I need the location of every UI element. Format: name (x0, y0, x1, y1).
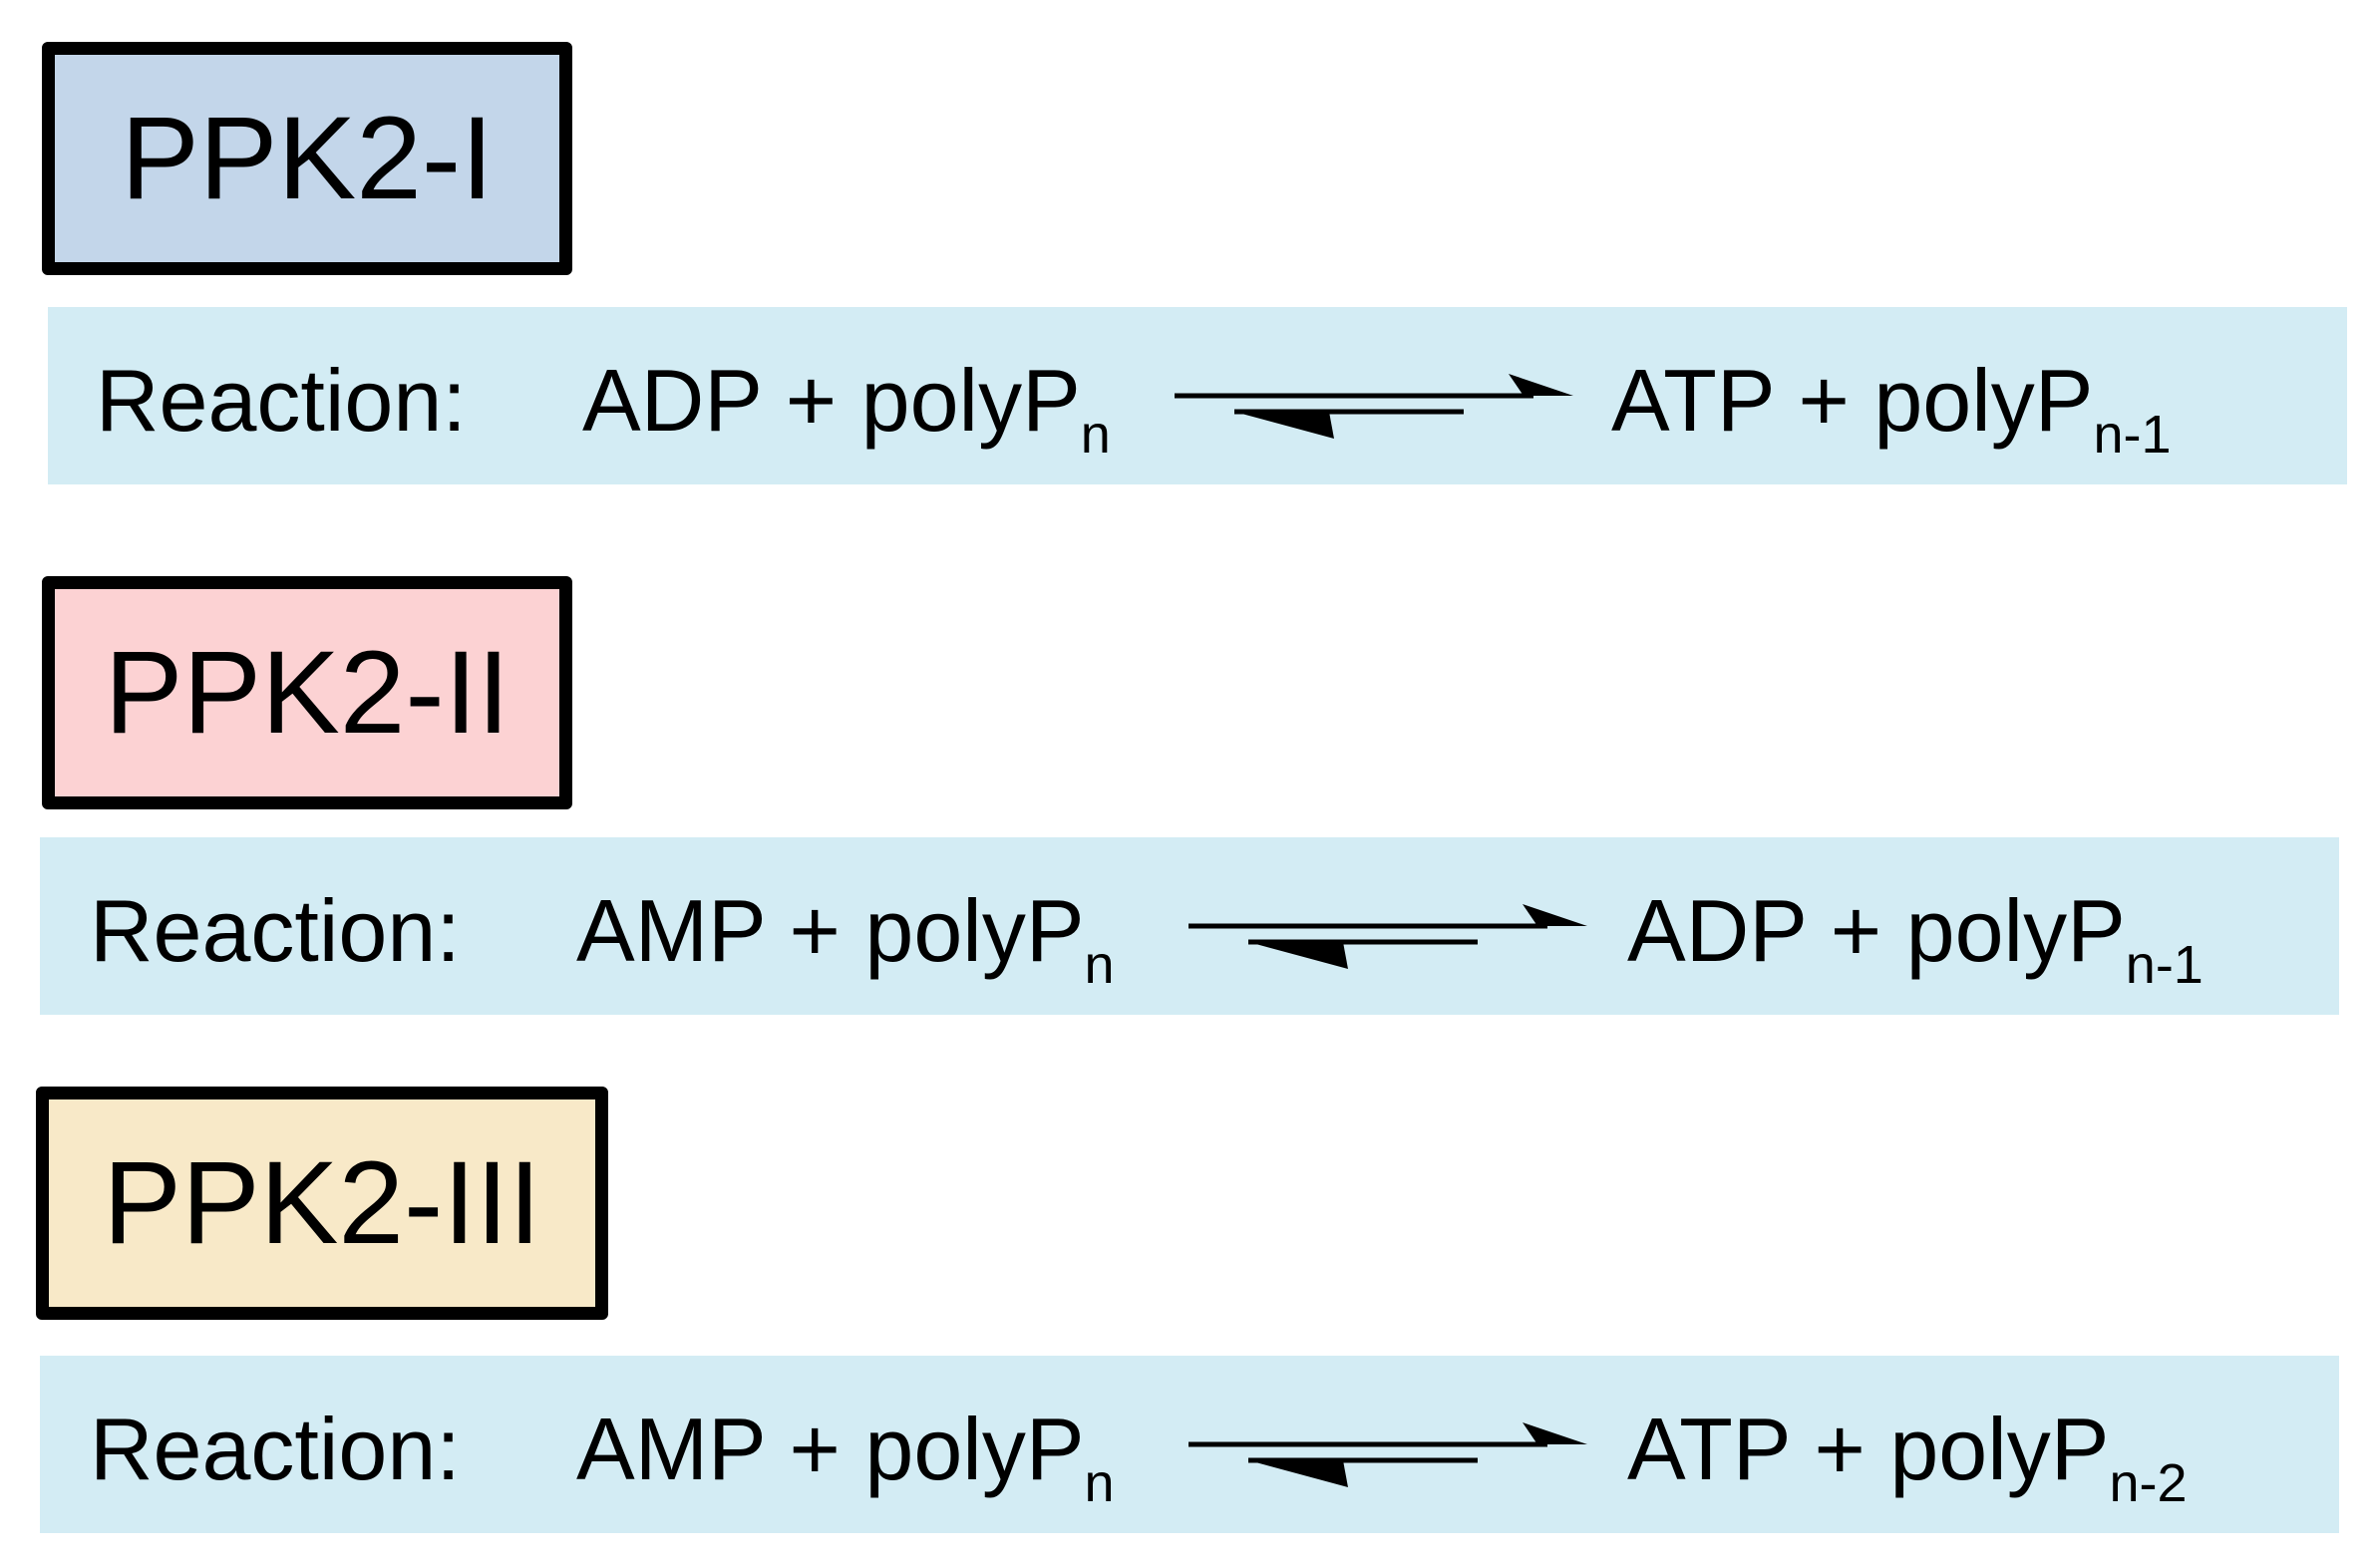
substrate: AMP + polyPn (576, 881, 1115, 995)
ppk2-iii-reaction-band: Reaction: AMP + polyPn ATP + polyPn-2 (40, 1356, 2339, 1533)
substrate-subscript: n (1084, 1453, 1115, 1513)
ppk2-ii-label: PPK2-II (104, 627, 510, 759)
ppk2-iii-label: PPK2-III (103, 1137, 541, 1269)
reversible-equilibrium-arrow-icon (1188, 1422, 1587, 1487)
reversible-equilibrium-arrow-icon (1188, 904, 1587, 969)
substrate-subscript: n (1084, 935, 1115, 995)
ppk2-iii-label-box: PPK2-III (36, 1087, 608, 1320)
reaction-label: Reaction: (96, 351, 467, 450)
ppk2-i-label: PPK2-I (121, 93, 494, 224)
ppk2-ii-label-box: PPK2-II (42, 576, 572, 809)
ppk2-i-reaction-band: Reaction: ADP + polyPn ATP + polyPn-1 (48, 307, 2347, 484)
substrate: ADP + polyPn (582, 351, 1111, 465)
product: ATP + polyPn-1 (1611, 351, 2172, 465)
ppk2-ii-reaction-band: Reaction: AMP + polyPn ADP + polyPn-1 (40, 837, 2339, 1015)
ppk2-i-label-box: PPK2-I (42, 42, 572, 275)
reaction-label: Reaction: (90, 881, 461, 980)
product: ADP + polyPn-1 (1627, 881, 2204, 995)
product-subscript: n-1 (2093, 405, 2172, 465)
product-subscript: n-1 (2125, 935, 2204, 995)
substrate: AMP + polyPn (576, 1400, 1115, 1513)
product-subscript: n-2 (2109, 1453, 2188, 1513)
product: ATP + polyPn-2 (1627, 1400, 2188, 1513)
reversible-equilibrium-arrow-icon (1175, 374, 1573, 439)
substrate-subscript: n (1080, 405, 1111, 465)
reaction-label: Reaction: (90, 1400, 461, 1498)
